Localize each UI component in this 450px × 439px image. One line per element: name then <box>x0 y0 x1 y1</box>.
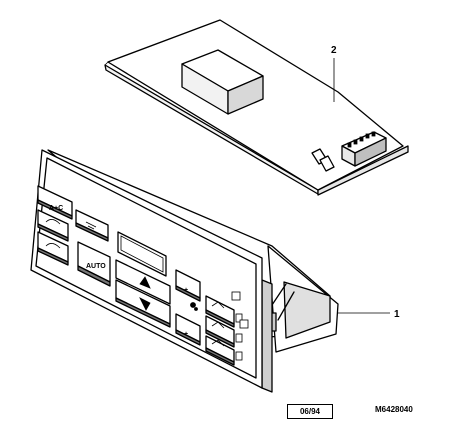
auto-button-label: AUTO <box>86 263 106 270</box>
display-window <box>117 231 167 277</box>
status-indicators <box>231 291 249 329</box>
fan-icon <box>190 302 198 311</box>
recirculation-button <box>37 209 69 242</box>
arrow-up-icon <box>139 276 151 289</box>
auto-button: AUTO <box>77 241 111 287</box>
air-distribution-buttons <box>205 295 243 366</box>
plus-icon: + <box>184 287 188 294</box>
fan-plus-button-top: + <box>175 269 201 302</box>
defrost-button <box>75 209 109 242</box>
board-chip <box>181 49 264 115</box>
date-code: 06/94 <box>287 404 333 419</box>
drawing-id: M6428040 <box>375 405 413 414</box>
ac-button-label: A+C <box>49 205 63 212</box>
plus-icon: + <box>184 331 188 338</box>
ac-button: A+C <box>37 185 73 220</box>
control-panel: A+C AUTO <box>30 149 339 393</box>
temperature-rocker <box>115 259 171 328</box>
arrow-down-icon <box>139 297 151 311</box>
board-leads <box>311 148 335 172</box>
callout-1-label: 1 <box>394 309 400 320</box>
fan-plus-button-bottom: + <box>175 313 201 346</box>
callout-2-label: 2 <box>331 45 337 56</box>
air-button <box>37 231 69 266</box>
circuit-board <box>104 19 409 196</box>
board-connector <box>341 131 387 167</box>
